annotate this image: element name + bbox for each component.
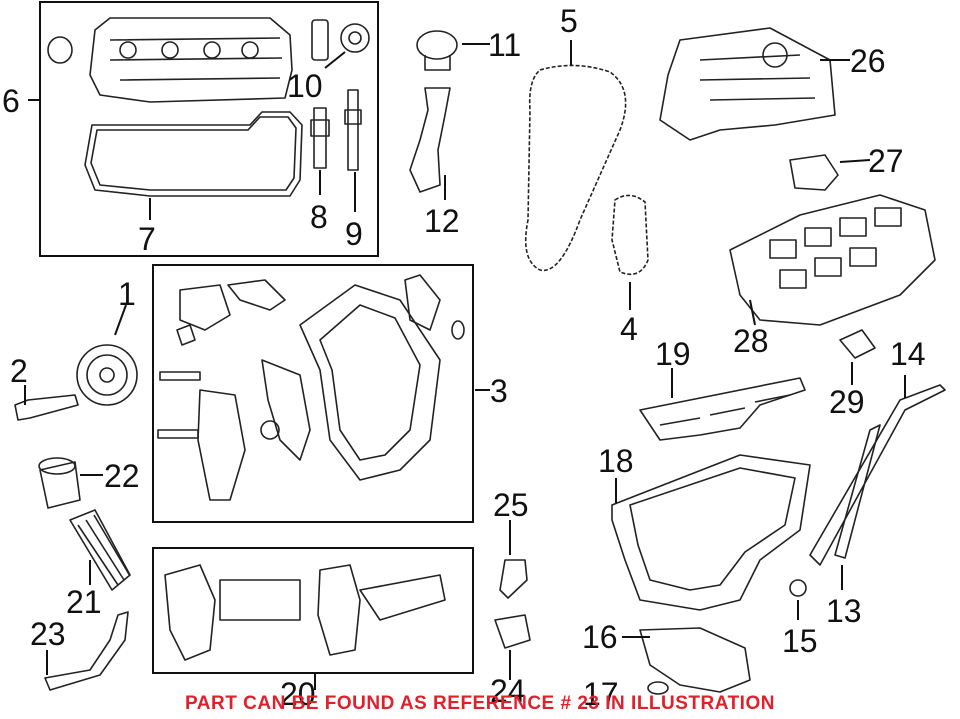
- callout-21: 21: [66, 584, 102, 620]
- timing-chain-primary: [524, 64, 627, 272]
- oil-pressure-sensor: [499, 559, 528, 599]
- callout-26: 26: [850, 43, 886, 79]
- callout-3: 3: [490, 373, 508, 409]
- timing-cover-group-box: [152, 264, 474, 523]
- callout-5: 5: [560, 3, 578, 39]
- damper-bolt: [14, 394, 79, 421]
- timing-chain-secondary: [611, 194, 649, 276]
- valve-cover-gasket: [84, 111, 303, 197]
- callout-27: 27: [868, 143, 904, 179]
- oil-filter-cap: [38, 457, 81, 509]
- oil-filler-cap: [416, 30, 458, 71]
- oil-fill-tube: [409, 87, 451, 193]
- callout-17: 17: [583, 676, 619, 712]
- callout-24: 24: [490, 673, 526, 709]
- callout-29: 29: [829, 384, 865, 420]
- callout-13: 13: [826, 593, 862, 629]
- oil-filter-housing: [164, 564, 446, 661]
- leader-lines: [24, 40, 906, 690]
- reference-notice: PART CAN BE FOUND AS REFERENCE # 23 IN I…: [185, 693, 775, 714]
- callout-16: 16: [582, 619, 618, 655]
- valve-cover-group-box: [39, 1, 379, 257]
- lower-oil-pan: [639, 627, 751, 693]
- callout-12: 12: [424, 203, 460, 239]
- callout-15: 15: [782, 623, 818, 659]
- callout-2: 2: [10, 353, 28, 389]
- callout-1: 1: [118, 276, 136, 312]
- upper-intake-manifold: [659, 27, 836, 141]
- drain-washer: [789, 579, 807, 597]
- timing-cover: [157, 274, 465, 501]
- valve-cover: [47, 17, 293, 103]
- ignition-coil-boot: [344, 89, 362, 171]
- callout-20: 20: [280, 676, 316, 712]
- callout-4: 4: [620, 311, 638, 347]
- oil-filter-element: [69, 509, 131, 591]
- oil-pan: [611, 454, 811, 611]
- windage-tray: [639, 377, 806, 441]
- callout-8: 8: [310, 199, 328, 235]
- callout-7: 7: [138, 221, 156, 257]
- intake-gasket: [839, 329, 876, 359]
- callout-19: 19: [655, 336, 691, 372]
- oil-cooler-hose: [44, 611, 129, 691]
- callout-9: 9: [345, 216, 363, 252]
- callout-6: 6: [2, 83, 20, 119]
- callout-numbers: 1 2 3 4 5 6 7 8 9 10 11 12 13 14 15 16 1…: [2, 3, 926, 712]
- oil-fill-adapter: [311, 19, 370, 61]
- callout-14: 14: [890, 336, 926, 372]
- spark-plug: [310, 107, 330, 169]
- oil-filter-housing-group-box: [152, 547, 474, 674]
- callout-18: 18: [598, 443, 634, 479]
- oil-temperature-sensor: [494, 614, 531, 649]
- callout-11: 11: [488, 27, 521, 63]
- callout-23: 23: [30, 616, 66, 652]
- dipstick: [834, 424, 881, 559]
- callout-22: 22: [104, 458, 140, 494]
- throttle-body-gasket: [789, 154, 839, 191]
- callout-10: 10: [287, 68, 323, 104]
- drain-plug: [647, 681, 669, 695]
- lower-intake-manifold: [729, 194, 936, 326]
- callout-28: 28: [733, 323, 769, 359]
- callout-25: 25: [493, 487, 529, 523]
- dipstick-tube: [809, 384, 946, 566]
- crankshaft-damper: [76, 344, 138, 406]
